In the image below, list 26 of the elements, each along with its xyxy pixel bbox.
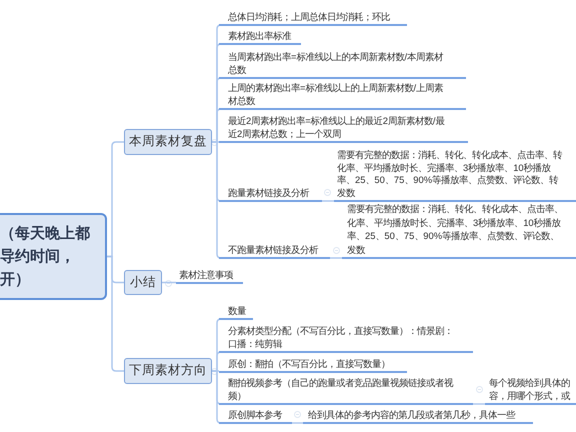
underlined-topic: 原创脚本参考 [219,408,292,424]
underlined-topic: 原创：翻拍（不写百分比，直接写数量） [219,358,407,373]
underlined-topic: 需要有完整的数据：消耗、转化、转化成本、点击率、转化率、平均播放时长、完播率、3秒播放率、10秒播放率、25、50、75、90%等播放率、点赞数、评论数、转发数 [334,149,576,202]
connector-line [292,422,303,424]
underlined-topic: 跑量素材链接及分析 [219,186,322,202]
underlined-topic: 当周素材跑出率=标准线以上的本周新素材数/本周素材总数 [219,51,466,79]
topic-box: 本周素材复盘 [124,129,212,155]
underlined-topic: 上周的素材跑出率=标准线以上的上周新素材数/上周素材总数 [219,82,466,110]
central-topic-box: （每天晚上都导约时间，开） [0,213,107,300]
underlined-topic: 需要有完整的数据：消耗、转化、转化成本、点击率、化率、平均播放时长、完播率、3秒播放率、10秒播放率、25、50、75、90%等播放率、点赞数、评论数、发数 [342,202,576,259]
topic-box: 小结 [124,270,162,295]
underlined-topic: 分素材类型分配（不写百分比，直接写数量）：情景剧：口播：纯剪辑 [219,325,473,353]
connector-line [322,200,334,202]
underlined-topic: 素材注意事项 [176,268,243,284]
underlined-topic: 给到具体的参考内容的第几段或者第几秒，具体一些 [303,408,533,424]
underlined-topic: 最近2周素材跑出率=标准线以上的最近2周新素材数/最近2周素材总数；上一个双周 [219,115,468,143]
underlined-topic: 素材跑出率标准 [219,30,301,45]
underlined-topic: 翻拍视频参考（自己的跑量或者竞品跑量视频链接或者视频） [219,377,473,405]
connector-line [473,403,485,405]
topic-box: 下周素材方向 [124,358,212,384]
underlined-topic: 每个视频给到具体的容，用哪个形式，或 [485,377,576,405]
connector-line [330,257,342,259]
underlined-topic: 不跑量素材链接及分析 [219,244,330,259]
connector-line [162,282,176,284]
underlined-topic: 数量 [219,304,253,320]
underlined-topic: 总体日均消耗；上周总体日均消耗；环比 [219,10,407,26]
